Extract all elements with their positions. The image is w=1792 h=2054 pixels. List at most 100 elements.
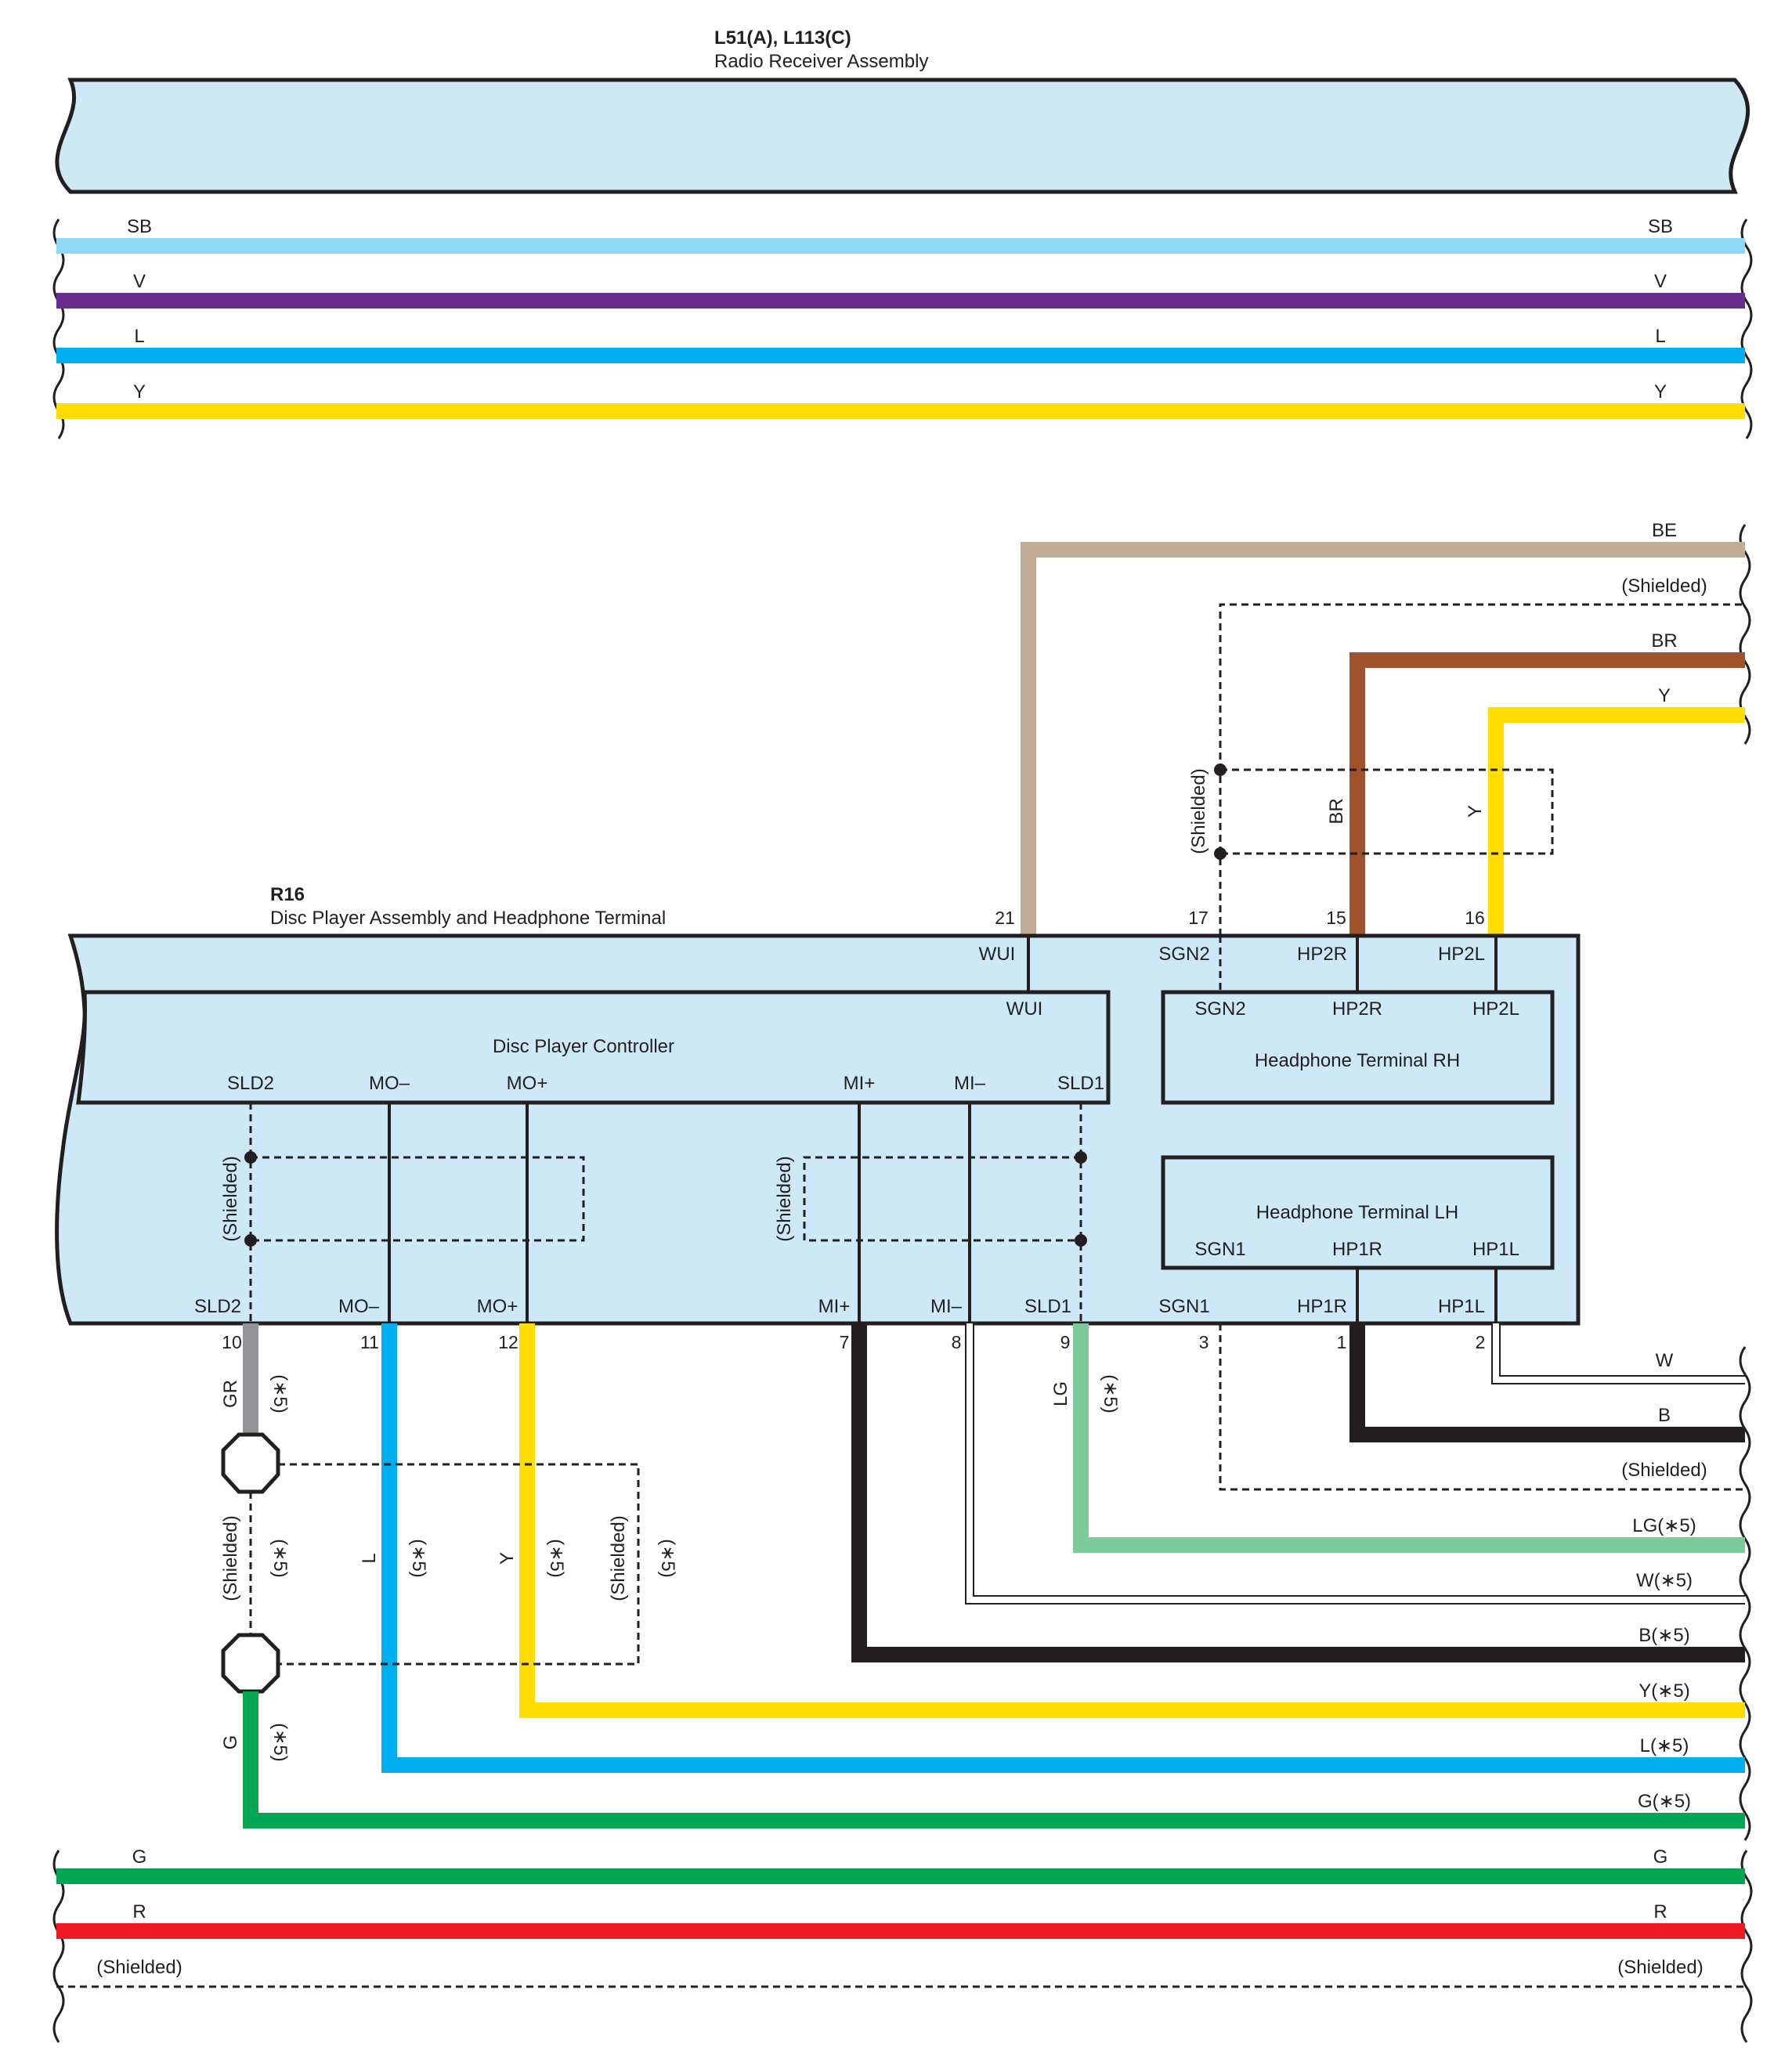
wire-be-label: BE (1652, 520, 1677, 541)
pin-1-number: 1 (1337, 1332, 1347, 1352)
r16-bottom-pin-names: SLD2 MO– MO+ MI+ MI– SLD1 SGN1 HP1R HP1L (194, 1296, 1485, 1317)
r16-bottom-pin-numbers: 10 11 12 7 8 9 3 1 2 (222, 1332, 1485, 1352)
pin-17-number: 17 (1188, 908, 1209, 928)
pin-2-name: HP1L (1438, 1296, 1485, 1317)
internal-shield-right-label: (Shielded) (774, 1156, 795, 1241)
pin-7-number: 7 (840, 1332, 850, 1352)
disc-controller-term-mo-plus: MO+ (507, 1073, 548, 1094)
top-wire-y-right-label: Y (1654, 381, 1667, 402)
bottom-wire-shielded-right-label: (Shielded) (1617, 1957, 1703, 1978)
top-wire-l: L L (56, 326, 1745, 363)
wire-l5-vertical-label: L (359, 1553, 380, 1563)
pin-12-name: MO+ (477, 1296, 518, 1317)
internal-shield-right: (Shielded) (774, 1151, 1087, 1247)
hp-rh-box (1161, 990, 1555, 1105)
pin-21-number: 21 (995, 908, 1015, 928)
pin-7-name: MI+ (818, 1296, 851, 1317)
radio-receiver-body (55, 78, 1750, 194)
wire-y-upper-label: Y (1658, 685, 1671, 706)
pin-15-name: HP2R (1297, 944, 1347, 965)
wire-l5 (381, 1323, 1745, 1773)
r16-name: Disc Player Assembly and Headphone Termi… (270, 908, 666, 929)
top-wire-y-left-label: Y (133, 381, 146, 402)
wire-b (1349, 1323, 1745, 1442)
wire-br-label: BR (1651, 630, 1677, 652)
bottom-wire-g-right-label: G (1653, 1846, 1668, 1868)
radio-code: L51(A), L113(C) (714, 27, 851, 49)
upper-shield-label: (Shielded) (1621, 576, 1707, 597)
upper-br-vertical-label: BR (1326, 798, 1347, 824)
splice-lower (221, 1633, 280, 1694)
internal-shield-left-label: (Shielded) (220, 1156, 241, 1241)
wire-w5: W (∗5) (965, 1323, 1745, 1605)
wire-w5-label: W(∗5) (1636, 1570, 1693, 1591)
pin-8-name: MI– (930, 1296, 963, 1317)
pin-1-name: HP1R (1297, 1296, 1347, 1317)
pin-11-name: MO– (338, 1296, 380, 1317)
wire-g5-vertical-note: (∗5) (269, 1723, 291, 1761)
wire-w: W (1491, 1323, 1745, 1384)
disc-controller-term-mo-minus: MO– (369, 1073, 410, 1094)
r16-internal-bottom-lines (249, 1103, 1498, 1323)
wire-be (1021, 542, 1745, 936)
hp-rh-term-hp2r: HP2R (1332, 998, 1382, 1020)
wire-lg-label: LG(∗5) (1632, 1515, 1696, 1536)
pin-16-number: 16 (1465, 908, 1485, 928)
upper-shield-box: (Shielded) BR Y (1188, 763, 1554, 860)
top-wire-v-left-label: V (133, 271, 146, 292)
wire-lg-vertical-note: (∗5) (1100, 1374, 1121, 1413)
wire-l5-label: L(∗5) (1640, 1735, 1689, 1756)
upper-shield-line (1219, 603, 1745, 936)
splice-upper (221, 1432, 280, 1494)
hp-lh-box (1161, 1155, 1555, 1270)
top-wire-sb: SB SB (56, 216, 1745, 254)
wire-g5-label: G(∗5) (1638, 1791, 1691, 1812)
pin-3-number: 3 (1199, 1332, 1209, 1352)
top-wire-v-right-label: V (1654, 271, 1667, 292)
wire-y-upper (1488, 707, 1745, 936)
top-wire-l-left-label: L (134, 326, 144, 347)
hp-lh-term-hp1l: HP1L (1472, 1239, 1519, 1260)
pin-8-number: 8 (952, 1332, 962, 1352)
wire-g5 (243, 1691, 1745, 1828)
bottom-wire-r: R R (56, 1901, 1745, 1939)
lower-shield-line (1219, 1323, 1745, 1491)
lower-shield-label: (Shielded) (1621, 1460, 1707, 1481)
wire-b5 (851, 1323, 1745, 1662)
splice-mid-vertical-note: (∗5) (269, 1539, 291, 1577)
wire-b-label: B (1658, 1405, 1671, 1426)
r16-internal-top-lines (1027, 936, 1498, 992)
pin-9-name: SLD1 (1024, 1296, 1071, 1317)
external-shield-label: (Shielded) (608, 1515, 629, 1601)
disc-controller-wui: WUI (1006, 998, 1043, 1020)
disc-controller-name: Disc Player Controller (493, 1036, 674, 1057)
wire-y5-vertical-note: (∗5) (546, 1539, 567, 1577)
upper-shield-vertical-label: (Shielded) (1188, 768, 1209, 854)
internal-shield-left: (Shielded) (220, 1151, 585, 1247)
hp-rh-term-sgn2: SGN2 (1194, 998, 1245, 1020)
external-shield-note: (∗5) (657, 1539, 678, 1577)
r16-code: R16 (270, 884, 305, 905)
top-wire-v: V V (56, 271, 1745, 309)
upper-y-vertical-label: Y (1465, 805, 1486, 818)
disc-controller-term-sld2: SLD2 (227, 1073, 274, 1094)
disc-controller-term-sld1: SLD1 (1057, 1073, 1104, 1094)
pin-10-number: 10 (222, 1332, 242, 1352)
top-wire-y: Y Y (56, 381, 1745, 419)
hp-lh-term-sgn1: SGN1 (1194, 1239, 1245, 1260)
wire-lg (1073, 1323, 1745, 1553)
hp-rh-name: Headphone Terminal RH (1255, 1050, 1460, 1071)
top-wire-sb-left-label: SB (127, 216, 152, 237)
pin-11-number: 11 (360, 1332, 379, 1352)
r16-top-pins: 21 17 15 16 WUI SGN2 HP2R HP2L (979, 908, 1485, 965)
external-shield-box: (Shielded) (∗5) (278, 1463, 678, 1666)
splice-shield-vertical-label: (Shielded) (220, 1515, 241, 1601)
pin-21-name: WUI (979, 944, 1016, 965)
pin-10-name: SLD2 (194, 1296, 241, 1317)
bottom-wire-shielded-left-label: (Shielded) (96, 1957, 182, 1978)
disc-controller-term-mi-plus: MI+ (844, 1073, 876, 1094)
wire-w-label: W (1656, 1350, 1674, 1371)
top-wire-l-right-label: L (1655, 326, 1665, 347)
bottom-wire-g: G G (56, 1846, 1745, 1884)
